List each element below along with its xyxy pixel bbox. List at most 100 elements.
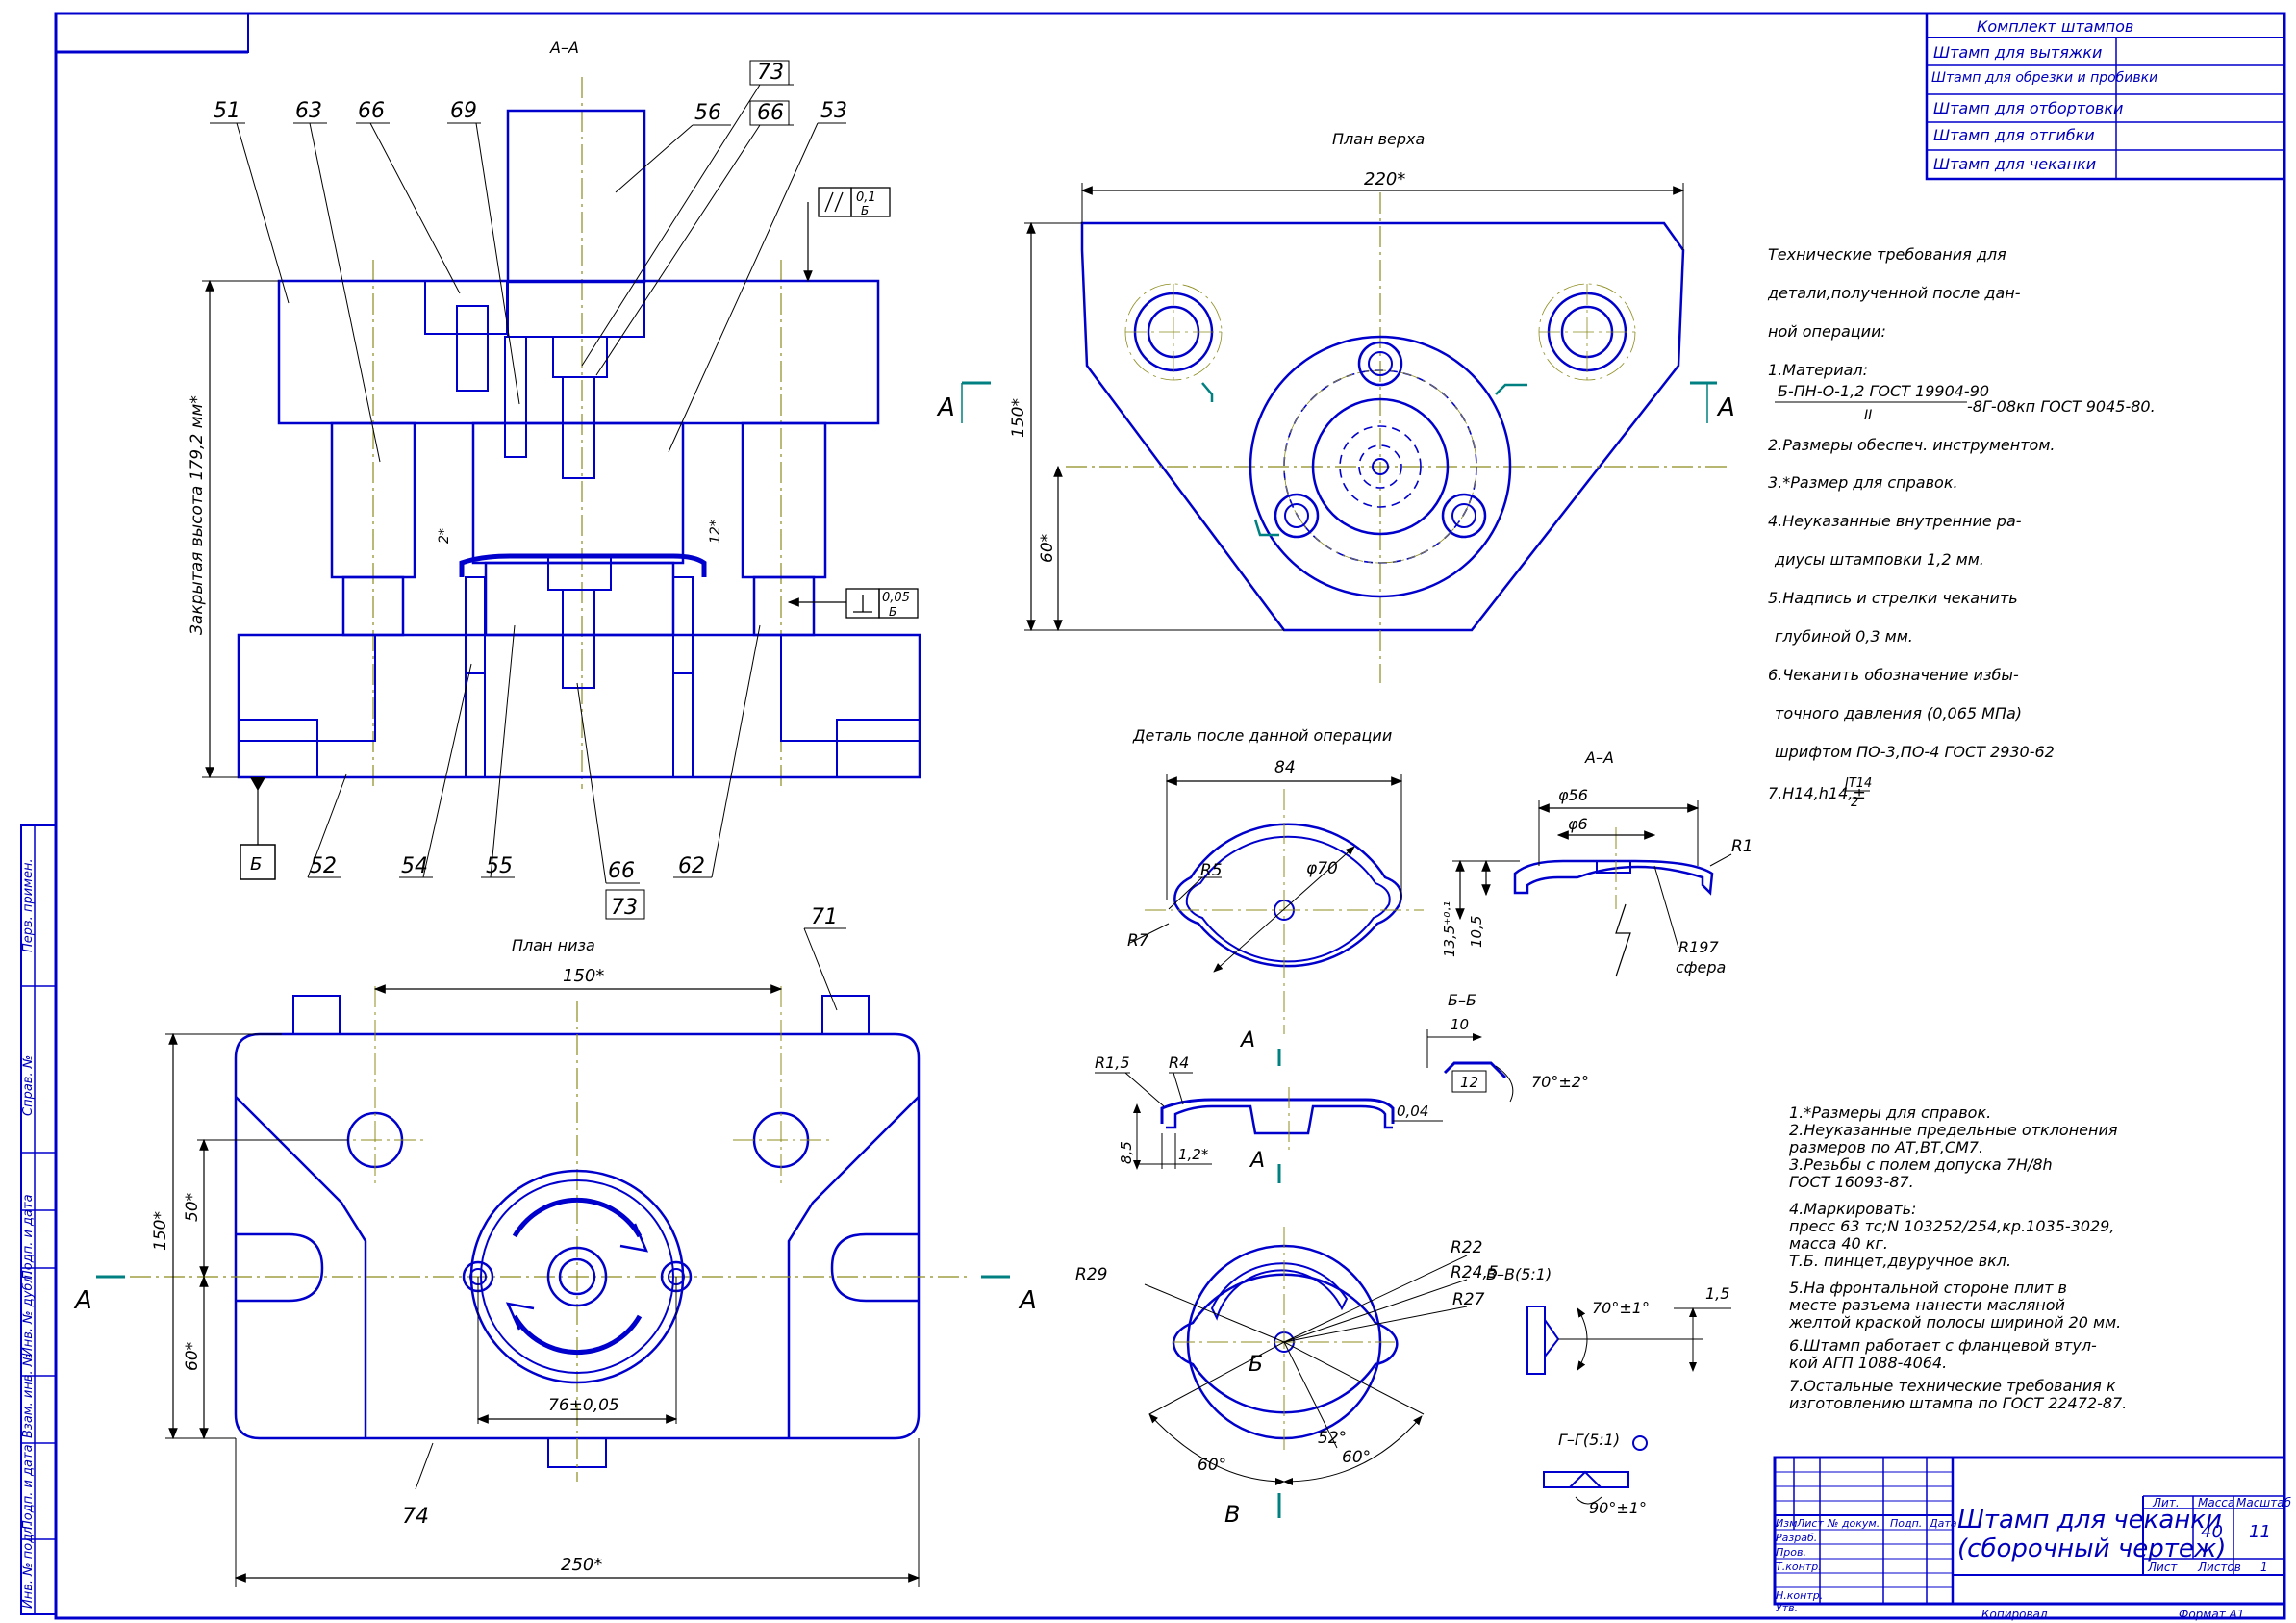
title-block: Штамп для чеканки (сборочный чертеж) Изм… — [1773, 1456, 2292, 1621]
dim-phi56: φ56 — [1558, 786, 1588, 804]
tb-row: Т.контр. — [1776, 1560, 1822, 1573]
side-label: Инв. № дубл. — [21, 1271, 36, 1357]
tech2-line: 4.Маркировать: — [1789, 1200, 1916, 1218]
dim-220: 220* — [1364, 169, 1405, 190]
datum-letter: Б — [250, 854, 262, 875]
dim-r245: R24,5 — [1451, 1263, 1499, 1282]
dim-12b: 12 — [1460, 1074, 1478, 1091]
detail-views: В–В(5:1) 1,5 70°±1° Г–Г(5:1) 90°±1° — [1486, 1265, 1731, 1517]
tb-row: Утв. — [1776, 1602, 1798, 1614]
dim-r7: R7 — [1127, 931, 1149, 951]
tech2-line: кой АГП 1088-4064. — [1789, 1354, 1947, 1372]
tech-line: глубиной 0,3 мм. — [1775, 627, 1913, 646]
dim-60b: 60* — [183, 1342, 202, 1371]
top-plan-view: План верха А А — [936, 130, 1735, 683]
tech-line: Технические требования для — [1768, 245, 2006, 264]
side-label: Инв. № подл. — [21, 1522, 36, 1609]
callout: 66 — [358, 99, 385, 123]
dim-105: 10,5 — [1468, 916, 1485, 948]
tb-sheets-value: 1 — [2260, 1560, 2268, 1574]
callout: 53 — [820, 99, 847, 123]
dim-85: 8,5 — [1118, 1141, 1135, 1164]
dim-15: 1,5 — [1705, 1284, 1729, 1303]
tech2-line: 6.Штамп работает с фланцевой втул- — [1789, 1336, 2097, 1355]
tech2-line: размеров по АТ,ВТ,СМ7. — [1788, 1138, 1983, 1156]
perp-tol-base: Б — [889, 605, 896, 619]
tb-mass-value: 40 — [2201, 1522, 2223, 1542]
bottom-plan-view: План низа А А — [73, 905, 1037, 1587]
tb-row: Разраб. — [1776, 1532, 1817, 1544]
tb-scale: Масштаб — [2236, 1496, 2292, 1509]
dim-phi70: φ70 — [1306, 859, 1338, 878]
view-title: Деталь после данной операции — [1132, 726, 1392, 745]
tech-line: точного давления (0,065 МПа) — [1775, 704, 2022, 723]
tech2-line: 1.*Размеры для справок. — [1789, 1103, 1991, 1122]
tech-line: ной операции: — [1768, 322, 1886, 341]
callout: 63 — [295, 99, 322, 123]
tb-lit: Лит. — [2152, 1496, 2180, 1509]
tech-line: 7.H14,h14,± — [1768, 784, 1866, 802]
dim-76: 76±0,05 — [548, 1396, 619, 1415]
tb-copied: Копировал — [1981, 1608, 2048, 1621]
kit-table: Комплект штампов Штамп для вытяжки Штамп… — [1925, 12, 2286, 181]
dim-150h: 150* — [151, 1211, 170, 1251]
tech-requirements-die: 1.*Размеры для справок. 2.Неуказанные пр… — [1788, 1103, 2127, 1412]
tech2-line: изготовлению штампа по ГОСТ 22472-87. — [1789, 1394, 2127, 1412]
callout: 66 — [608, 859, 635, 883]
view-title: А–А — [1584, 748, 1614, 767]
tech2-line: пресс 63 тс;N 103252/254,кр.1035-3029, — [1789, 1217, 2114, 1235]
dim-50: 50* — [183, 1193, 202, 1222]
tech2-line: ГОСТ 16093-87. — [1789, 1173, 1914, 1191]
dim-r197: R197 — [1678, 938, 1719, 956]
tech-line: 6.Чеканить обозначение избы- — [1768, 666, 2019, 684]
cut-letter: А — [73, 1286, 92, 1315]
cut-letter: А — [936, 393, 955, 422]
kit-row: Штамп для вытяжки — [1933, 43, 2102, 62]
cut-letter: А — [1249, 1149, 1265, 1173]
tech-line: 3.*Размер для справок. — [1768, 473, 1958, 492]
it-denominator: 2 — [1851, 796, 1858, 810]
tech2-line: 7.Остальные технические требования к — [1789, 1377, 2116, 1395]
callout: 62 — [678, 854, 705, 878]
side-label: Перв. примен. — [21, 858, 36, 952]
cut-letter: Б — [1249, 1353, 1263, 1377]
dim-r29: R29 — [1075, 1265, 1107, 1284]
side-strip: Перв. примен. Справ. № Подп. и дата Инв.… — [20, 824, 57, 1615]
parallel-tol-value: 0,1 — [856, 190, 876, 205]
tb-col: № докум. — [1827, 1517, 1880, 1530]
it-numerator: JT14 — [1842, 776, 1872, 791]
tech-line: детали,полученной после дан- — [1767, 284, 2021, 302]
part-views: Деталь после данной операции 84 φ70 R5 R… — [1075, 726, 1499, 1528]
view-title: План низа — [512, 936, 595, 954]
dim-60: 60* — [1038, 534, 1057, 563]
dim-60a: 60° — [1198, 1456, 1226, 1475]
tb-row: Пров. — [1776, 1546, 1806, 1559]
dim-r27: R27 — [1452, 1290, 1485, 1309]
callout: 73 — [611, 896, 638, 920]
tb-col: Подп. — [1890, 1517, 1922, 1530]
tech2-line: масса 40 кг. — [1789, 1234, 1888, 1253]
kit-header: Комплект штампов — [1977, 17, 2133, 36]
dim-60b: 60° — [1342, 1448, 1371, 1467]
dim-70v: 70°±1° — [1592, 1299, 1650, 1317]
callout: 56 — [694, 101, 721, 125]
callout: 54 — [401, 854, 428, 878]
tech2-line: желтой краской полосы шириной 20 мм. — [1788, 1313, 2121, 1331]
tech-line: 5.Надпись и стрелки чеканить — [1768, 589, 2018, 607]
kit-row: Штамп для чеканки — [1933, 155, 2096, 173]
side-label: Справ. № — [21, 1055, 36, 1116]
section-bb: Б–Б 10 12 70°±2° — [1426, 991, 1589, 1103]
dim-70: 70°±2° — [1531, 1073, 1589, 1091]
tb-format: Формат А1 — [2179, 1608, 2244, 1621]
tech-requirements-part: Технические требования для детали,получе… — [1767, 245, 2156, 810]
dim-90: 90°±1° — [1589, 1499, 1647, 1517]
dim-135: 13,5⁺⁰·¹ — [1441, 901, 1458, 957]
cut-letter: В — [1224, 1501, 1240, 1528]
side-label: Подп. и дата — [21, 1444, 36, 1530]
dim-150w: 150* — [563, 966, 604, 986]
dim-150: 150* — [1009, 398, 1028, 438]
tb-mass: Масса — [2198, 1496, 2234, 1509]
tech2-line: 3.Резьбы с полем допуска 7H/8h — [1789, 1155, 2053, 1174]
callout: 69 — [450, 99, 477, 123]
